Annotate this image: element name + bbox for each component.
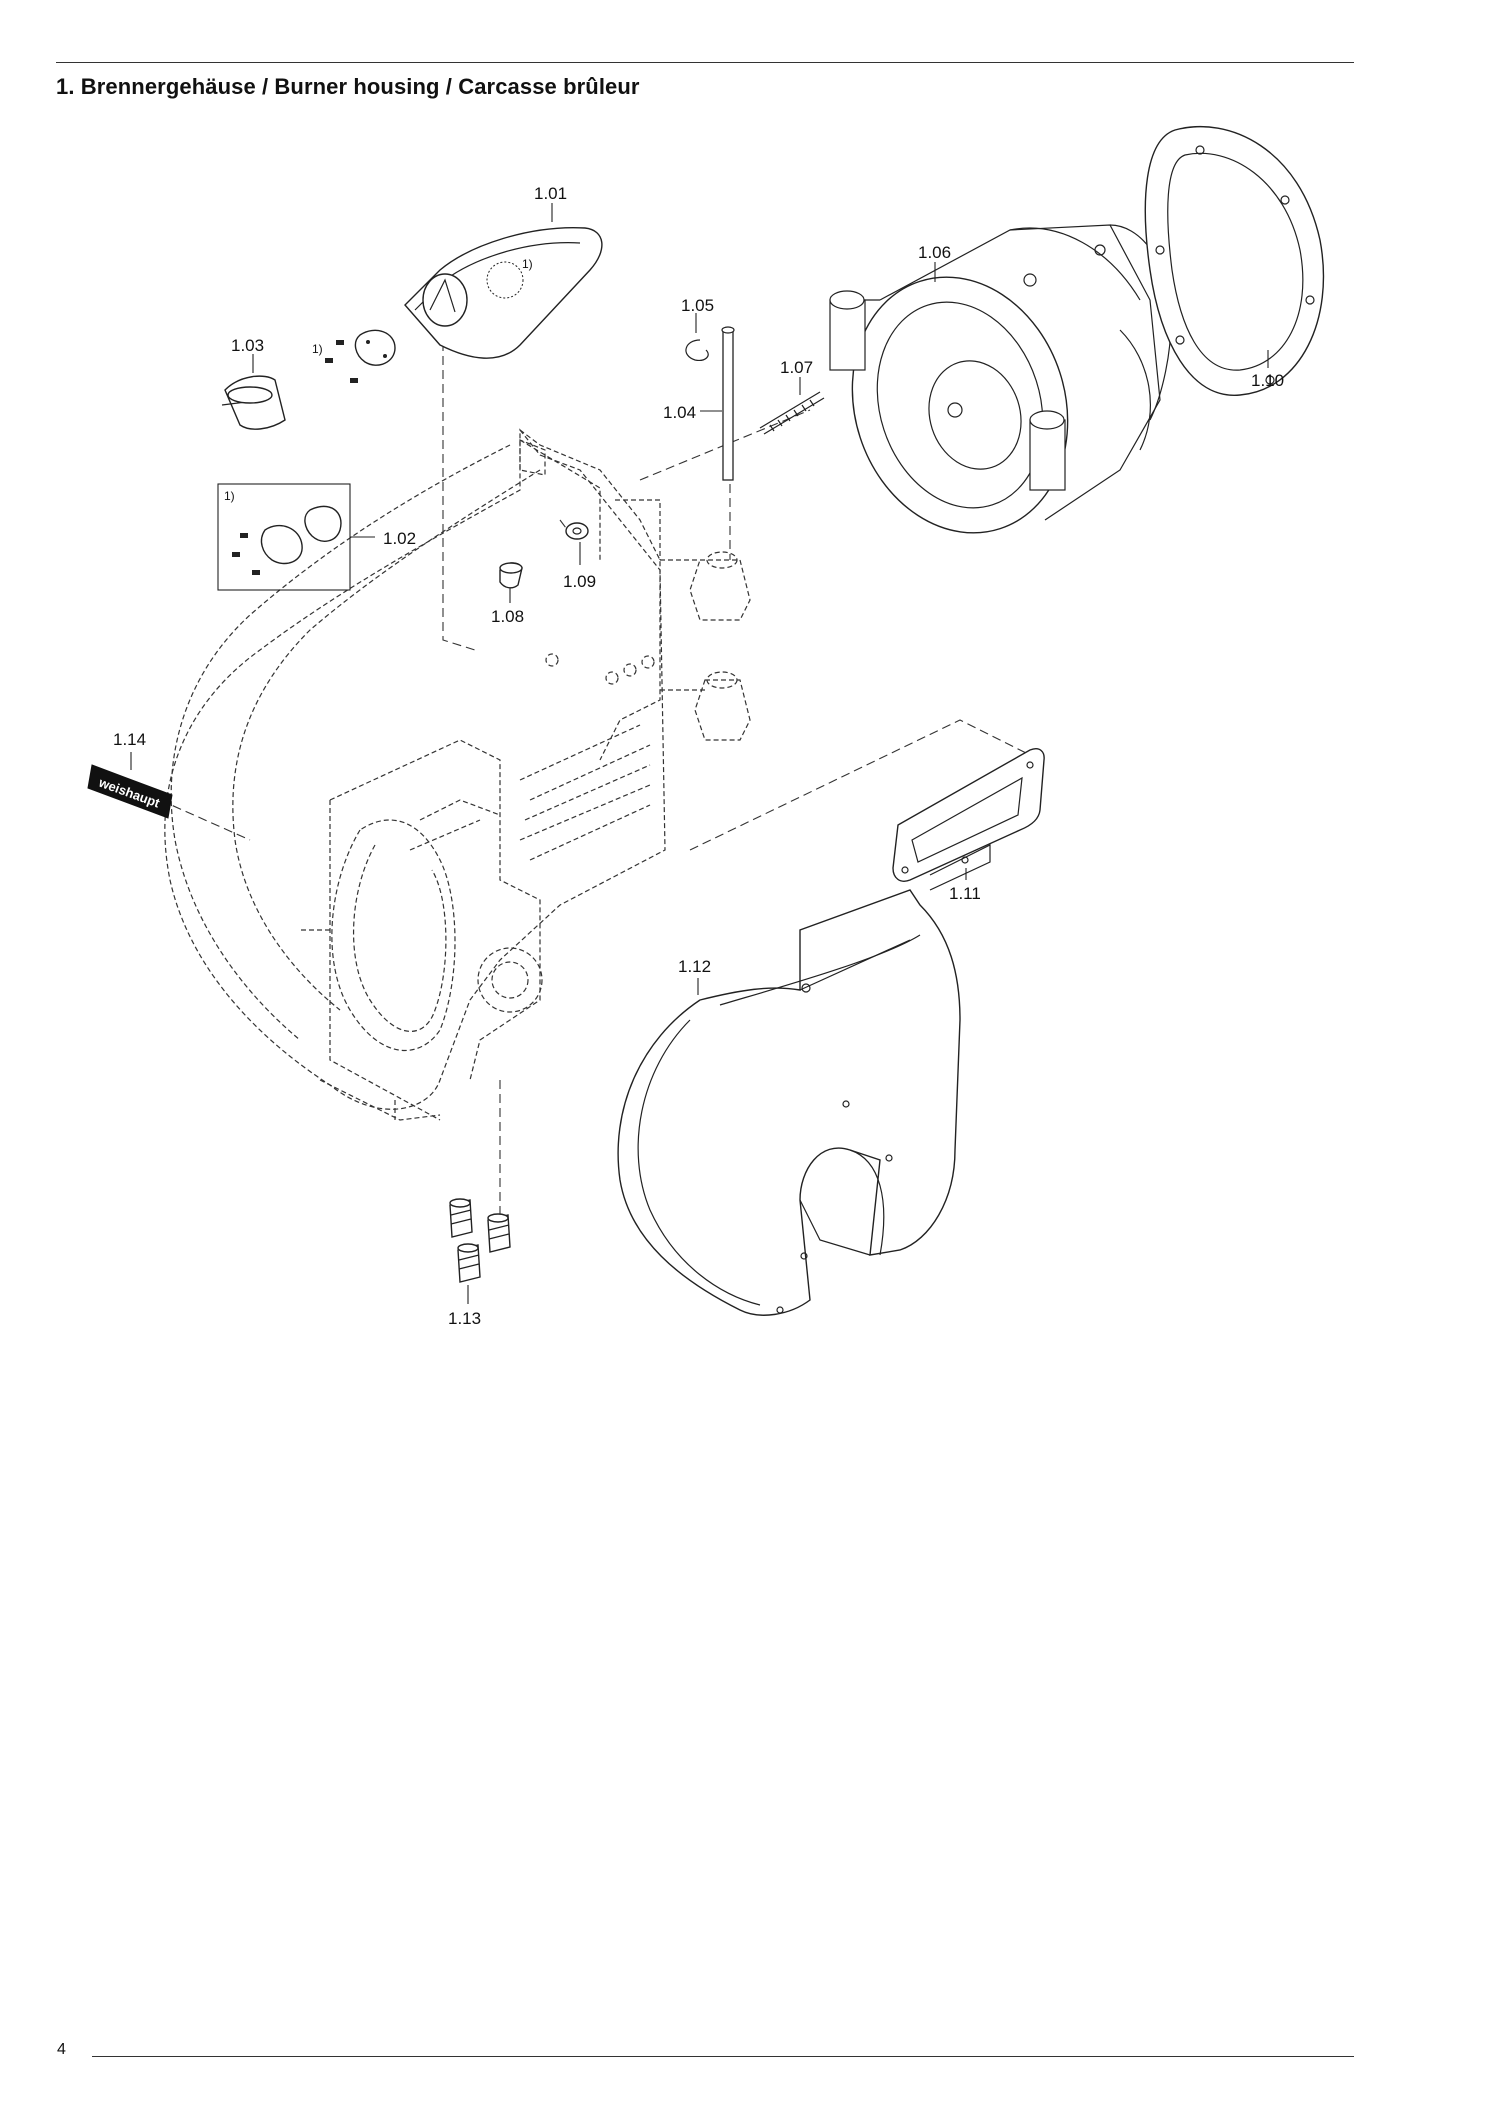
screw-plate-small: 1) bbox=[312, 329, 396, 383]
part-1-04-pin bbox=[721, 326, 735, 481]
label-1-10: 1.10 bbox=[1251, 371, 1284, 390]
part-1-07-threaded-rod bbox=[759, 391, 825, 435]
label-1-03: 1.03 bbox=[231, 336, 264, 355]
label-1-11: 1.11 bbox=[949, 884, 981, 903]
part-1-02-footnote-mark: 1) bbox=[224, 489, 235, 503]
page-title: 1. Brennergehäuse / Burner housing / Car… bbox=[56, 74, 640, 99]
label-1-12: 1.12 bbox=[678, 957, 711, 976]
top-rule bbox=[56, 62, 1354, 63]
label-1-02: 1.02 bbox=[383, 529, 416, 548]
label-1-01: 1.01 bbox=[534, 184, 567, 203]
page-number: 4 bbox=[57, 2041, 66, 2058]
part-1-09-washer bbox=[565, 522, 589, 540]
label-1-05: 1.05 bbox=[681, 296, 714, 315]
part-1-13-cable-glands bbox=[449, 1198, 511, 1283]
label-1-13: 1.13 bbox=[448, 1309, 481, 1328]
part-1-14-badge: weishaupt bbox=[87, 764, 173, 819]
leader-lines bbox=[130, 203, 1269, 1304]
part-1-10-gasket bbox=[1144, 126, 1325, 396]
part-1-06-flange-housing bbox=[829, 224, 1172, 534]
part-1-01-cover: 1) bbox=[404, 227, 603, 359]
housing-body-dashed bbox=[164, 428, 751, 1121]
label-1-04: 1.04 bbox=[663, 403, 696, 422]
part-1-11-plate bbox=[892, 748, 1045, 891]
part-labels: 1.01 1.03 1.05 1.06 1.07 1.04 1.10 1.02 … bbox=[113, 184, 1284, 1328]
label-1-07: 1.07 bbox=[780, 358, 813, 377]
screw-plate-footnote-mark: 1) bbox=[312, 342, 323, 356]
label-1-09: 1.09 bbox=[563, 572, 596, 591]
part-1-02-kit-box: 1) bbox=[217, 483, 351, 591]
part-1-01-footnote-mark: 1) bbox=[522, 257, 533, 271]
bottom-rule bbox=[92, 2056, 1354, 2057]
label-1-08: 1.08 bbox=[491, 607, 524, 626]
part-1-03-cap bbox=[221, 375, 286, 430]
label-1-14: 1.14 bbox=[113, 730, 146, 749]
label-1-06: 1.06 bbox=[918, 243, 951, 262]
part-1-08-plug bbox=[499, 562, 523, 589]
part-1-05-circlip bbox=[685, 339, 709, 361]
part-1-12-hood bbox=[617, 889, 961, 1316]
